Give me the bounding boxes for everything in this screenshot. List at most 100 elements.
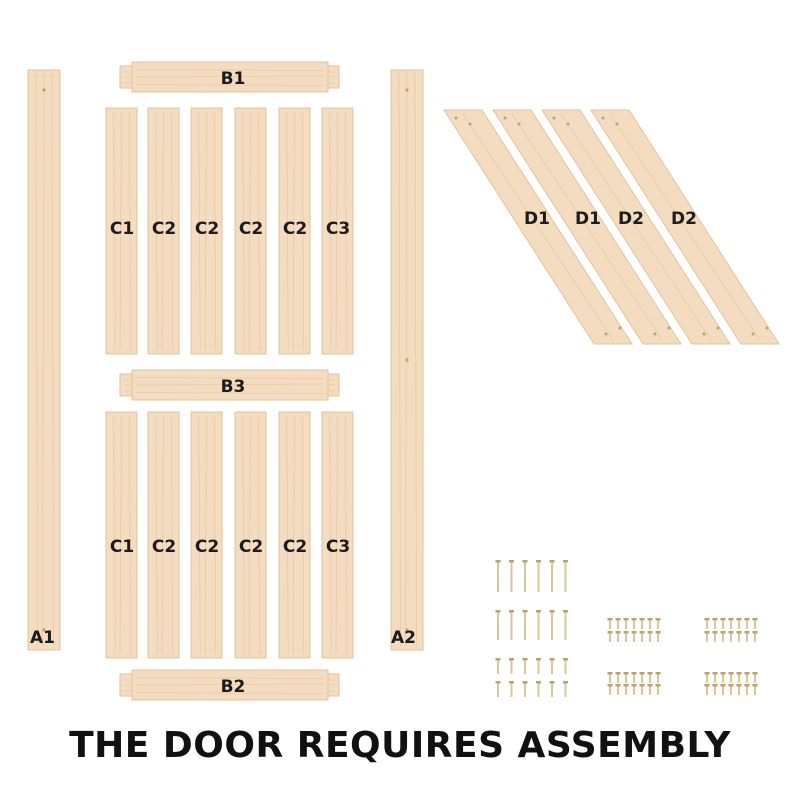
nail-group-b-nail-head xyxy=(713,684,718,687)
label-bottom-c2-c: C2 xyxy=(239,537,263,557)
long-screw xyxy=(563,560,568,592)
short-screw-shank xyxy=(551,660,553,674)
nail-group-a-nail-head xyxy=(624,631,629,634)
short-screw xyxy=(496,681,501,697)
short-screw-shank xyxy=(551,683,553,697)
short-screw-shank xyxy=(511,660,513,674)
stile-hole xyxy=(42,88,45,91)
nail-group-a-nail-head xyxy=(616,618,621,621)
nail-group-b-nail xyxy=(705,631,710,642)
long-screw xyxy=(563,610,568,640)
label-top-c1: C1 xyxy=(110,219,134,239)
nail-group-a-nail xyxy=(640,672,645,683)
short-screw xyxy=(536,681,541,697)
diagonal-brace-hole xyxy=(567,123,570,126)
short-screw-head xyxy=(496,681,501,684)
short-screw xyxy=(563,681,568,697)
nail-group-a-nail-shank xyxy=(649,620,651,629)
nail-group-a-nail-shank xyxy=(657,633,659,642)
long-screw xyxy=(536,560,541,592)
short-screw-head xyxy=(536,681,541,684)
label-a1: A1 xyxy=(30,628,55,648)
label-top-c3: C3 xyxy=(326,219,350,239)
nail-group-b-nail xyxy=(753,672,758,683)
nail-group-b-nail-head xyxy=(737,672,742,675)
short-screw-shank xyxy=(524,683,526,697)
nail-group-a-nail-shank xyxy=(617,686,619,695)
nail-group-a-nail-shank xyxy=(625,633,627,642)
board-bottom-3 xyxy=(235,412,266,658)
nail-group-a-nail xyxy=(624,631,629,642)
long-screw-shank xyxy=(497,612,499,640)
long-screw-head xyxy=(523,610,528,613)
label-b1: B1 xyxy=(221,69,246,89)
nail-group-a-nail-head xyxy=(656,672,661,675)
nail-group-a-nail xyxy=(656,684,661,695)
label-d1-b: D1 xyxy=(575,209,601,229)
nail-group-b-nail xyxy=(737,672,742,683)
nail-group-b-nail xyxy=(737,631,742,642)
board-bottom-2 xyxy=(191,412,222,658)
nail-group-b-nail-head xyxy=(745,684,750,687)
assembly-caption: THE DOOR REQUIRES ASSEMBLY xyxy=(0,716,800,776)
nail-group-b-nail xyxy=(713,672,718,683)
nail-group-a-nail xyxy=(648,672,653,683)
short-screw-shank xyxy=(565,660,567,674)
stile-hole xyxy=(405,88,408,91)
stile-a1 xyxy=(28,70,60,650)
nail-group-a-nail-head xyxy=(624,618,629,621)
nail-group-a-nail-shank xyxy=(633,633,635,642)
nail-group-a-nail-head xyxy=(616,672,621,675)
nail-group-a-nail-head xyxy=(648,618,653,621)
diagonal-brace-hole xyxy=(553,117,556,120)
nail-group-b-nail xyxy=(721,631,726,642)
long-screw-shank xyxy=(551,612,553,640)
nail-group-b-nail-shank xyxy=(730,674,732,683)
nail-group-b-nail xyxy=(705,684,710,695)
short-screw-head xyxy=(509,658,514,661)
nail-group-b-nail xyxy=(729,672,734,683)
nail-group-a-nail xyxy=(624,672,629,683)
nail-group-a-nail xyxy=(608,618,613,629)
nail-group-b-nail-head xyxy=(737,618,742,621)
nail-group-a-nail-shank xyxy=(657,674,659,683)
nail-group-a-nail xyxy=(616,631,621,642)
nail-group-a-nail xyxy=(616,618,621,629)
nail-group-b-nail-head xyxy=(705,672,710,675)
diagonal-brace-hole xyxy=(605,333,608,336)
nail-group-b-nail xyxy=(721,672,726,683)
long-screw-shank xyxy=(511,612,513,640)
nail-group-a-nail xyxy=(608,684,613,695)
long-screw-shank xyxy=(511,562,513,592)
short-screw-shank xyxy=(524,660,526,674)
nail-group-a-nail-shank xyxy=(609,620,611,629)
nail-group-b-nail-head xyxy=(721,672,726,675)
long-screw xyxy=(509,610,514,640)
nail-group-b-nail xyxy=(753,618,758,629)
nail-group-a-nail-head xyxy=(616,631,621,634)
nail-group-b-nail-shank xyxy=(738,620,740,629)
nail-group-a-nail xyxy=(632,672,637,683)
nail-group-b-nail-head xyxy=(753,631,758,634)
label-d1-a: D1 xyxy=(524,209,550,229)
nail-group-a-nail-head xyxy=(632,684,637,687)
long-screw xyxy=(550,610,555,640)
long-screw-shank xyxy=(565,612,567,640)
nail-group-b-nail-head xyxy=(745,672,750,675)
nail-group-a-nail-shank xyxy=(649,686,651,695)
nail-group-b-nail-head xyxy=(721,618,726,621)
diagonal-brace-hole xyxy=(518,123,521,126)
nail-group-b-nail-head xyxy=(729,672,734,675)
long-screw-head xyxy=(509,560,514,563)
nail-group-a-nail-head xyxy=(640,684,645,687)
short-screw-head xyxy=(550,658,555,661)
nail-group-a-nail-head xyxy=(624,672,629,675)
nail-group-b-nail-head xyxy=(705,618,710,621)
nail-group-b-nail-shank xyxy=(714,620,716,629)
long-screw xyxy=(496,560,501,592)
nail-group-b-nail-shank xyxy=(746,633,748,642)
long-screw xyxy=(536,610,541,640)
nail-group-a-nail-head xyxy=(656,631,661,634)
long-screw-head xyxy=(509,610,514,613)
label-b3: B3 xyxy=(221,377,246,397)
